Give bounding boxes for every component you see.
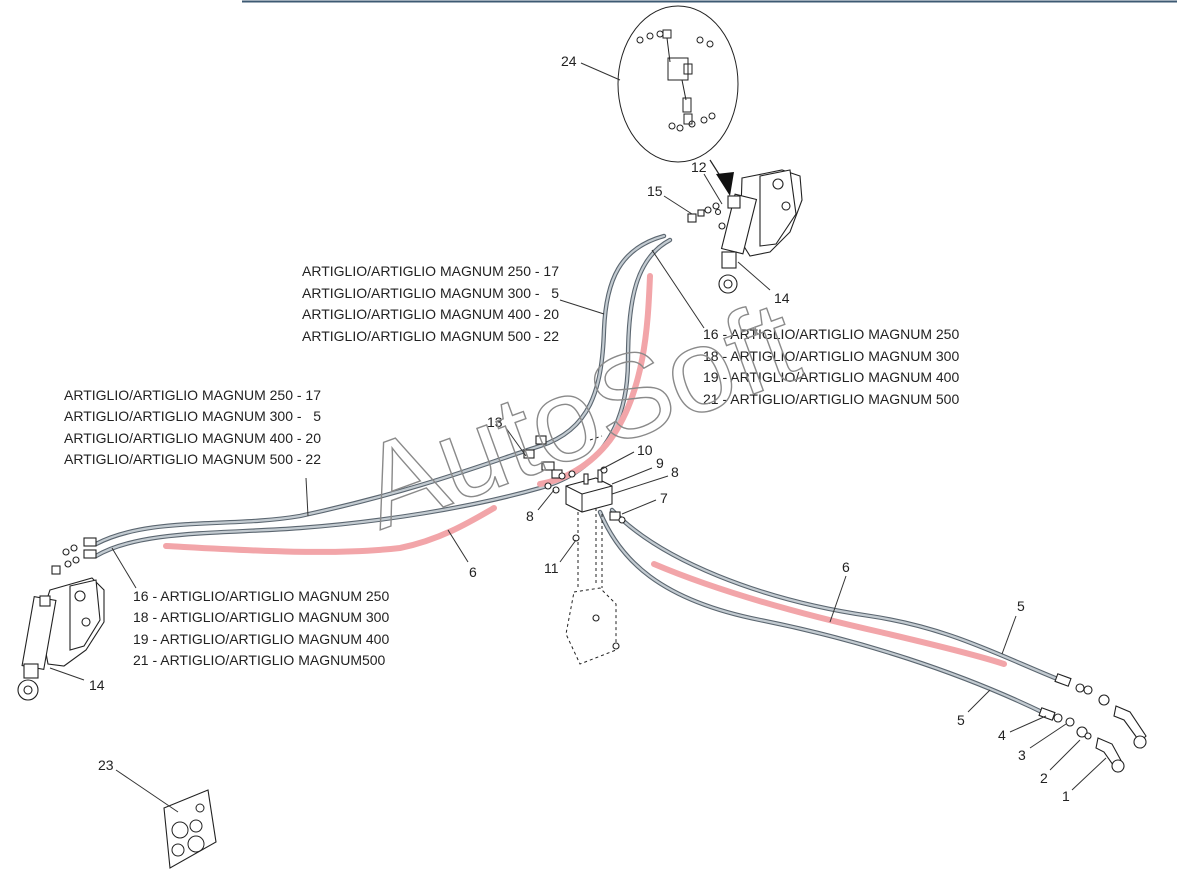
leader-5-lower [967,689,991,713]
leader-15 [663,195,693,215]
leader-2 [1049,739,1081,771]
callout-12: 12 [691,159,707,175]
leader-23 [115,769,179,813]
svg-text:ARTIGLIO/ARTIGLIO MAGNUM 300 -: ARTIGLIO/ARTIGLIO MAGNUM 300 - 5 [64,408,321,424]
leader-9 [611,467,653,485]
leader-6-right [829,575,847,623]
callout-4: 4 [998,727,1006,743]
leader-14-left [49,667,85,681]
callout-8-left: 8 [526,508,534,524]
dotted-link [589,435,603,441]
callout-5-lower: 5 [957,712,965,728]
seal-kit-23 [163,789,217,869]
callout-9: 9 [656,455,664,471]
leader-note-upper-left [559,299,605,315]
hose-upper-b [93,237,673,559]
svg-text:18 - ARTIGLIO/ARTIGLIO MAGNUM: 18 - ARTIGLIO/ARTIGLIO MAGNUM 300 [703,348,959,364]
hose-upper-a [93,233,667,547]
leader-11 [559,539,577,563]
svg-text:19 - ARTIGLIO/ARTIGLIO MAGNUM: 19 - ARTIGLIO/ARTIGLIO MAGNUM 400 [133,631,389,647]
callout-6-left: 6 [469,564,477,580]
svg-text:ARTIGLIO/ARTIGLIO MAGNUM 250 -: ARTIGLIO/ARTIGLIO MAGNUM 250 - 17 [64,387,321,403]
callout-8-right: 8 [671,464,679,480]
svg-text:ARTIGLIO/ARTIGLIO MAGNUM 500 -: ARTIGLIO/ARTIGLIO MAGNUM 500 - 22 [302,328,559,344]
note-far-left: ARTIGLIO/ARTIGLIO MAGNUM 250 - 17 ARTIGL… [64,387,321,467]
note-lower-left: 16 - ARTIGLIO/ARTIGLIO MAGNUM 250 18 - A… [133,588,389,668]
svg-text:ARTIGLIO/ARTIGLIO MAGNUM 400 -: ARTIGLIO/ARTIGLIO MAGNUM 400 - 20 [302,306,559,322]
svg-text:21 - ARTIGLIO/ARTIGLIO MAGNUM5: 21 - ARTIGLIO/ARTIGLIO MAGNUM500 [133,652,386,668]
callout-14-upper: 14 [774,290,790,306]
svg-text:ARTIGLIO/ARTIGLIO MAGNUM 400 -: ARTIGLIO/ARTIGLIO MAGNUM 400 - 20 [64,430,321,446]
leader-5-upper [1001,615,1017,655]
leader-24 [580,62,621,81]
svg-text:ARTIGLIO/ARTIGLIO MAGNUM 300 -: ARTIGLIO/ARTIGLIO MAGNUM 300 - 5 [302,285,559,301]
svg-text:16 - ARTIGLIO/ARTIGLIO MAGNUM: 16 - ARTIGLIO/ARTIGLIO MAGNUM 250 [703,326,959,342]
leader-1 [1071,757,1107,791]
callout-11: 11 [544,560,559,576]
detail-circle-24 [617,5,739,163]
detail-arrow-head [716,172,734,196]
callout-7: 7 [660,490,668,506]
mounting-bracket [565,508,620,665]
leader-8-right [611,475,669,495]
fittings-top [687,195,741,230]
leader-note-far-left [305,477,309,517]
callout-2: 2 [1040,770,1048,786]
note-right: 16 - ARTIGLIO/ARTIGLIO MAGNUM 250 18 - A… [703,326,959,407]
leader-12 [703,173,723,205]
callout-14-left: 14 [89,677,105,693]
callout-6-right: 6 [842,559,850,575]
callout-3: 3 [1018,747,1026,763]
svg-text:21 - ARTIGLIO/ARTIGLIO MAGNUM: 21 - ARTIGLIO/ARTIGLIO MAGNUM 500 [703,391,959,407]
leader-8-left [537,489,555,511]
cylinder-left [17,577,105,701]
note-upper-left: ARTIGLIO/ARTIGLIO MAGNUM 250 - 17 ARTIGL… [302,263,559,344]
svg-text:19 - ARTIGLIO/ARTIGLIO MAGNUM: 19 - ARTIGLIO/ARTIGLIO MAGNUM 400 [703,369,959,385]
leader-14-upper [737,261,771,291]
hose-lower-b [597,509,1049,717]
highlight-left [163,505,497,555]
fittings-lower-right [1038,673,1147,773]
callout-5-upper: 5 [1017,598,1025,614]
highlight-lower [651,561,1007,667]
callout-23: 23 [98,757,114,773]
hose-lower-a [609,507,1063,683]
callout-10: 10 [637,442,653,458]
cylinder-upper-right [718,169,803,294]
svg-text:ARTIGLIO/ARTIGLIO MAGNUM 250 -: ARTIGLIO/ARTIGLIO MAGNUM 250 - 17 [302,263,559,279]
leader-3 [1029,723,1067,749]
callout-24: 24 [561,53,577,69]
svg-text:16 - ARTIGLIO/ARTIGLIO MAGNUM: 16 - ARTIGLIO/ARTIGLIO MAGNUM 250 [133,588,389,604]
callout-15: 15 [647,183,663,199]
leader-note-right [651,249,705,329]
svg-text:18 - ARTIGLIO/ARTIGLIO MAGNUM: 18 - ARTIGLIO/ARTIGLIO MAGNUM 300 [133,609,389,625]
svg-text:ARTIGLIO/ARTIGLIO MAGNUM 500 -: ARTIGLIO/ARTIGLIO MAGNUM 500 - 22 [64,451,321,467]
callout-13: 13 [487,414,503,430]
fittings-left [51,537,97,575]
leader-10 [599,451,635,471]
leader-7 [621,499,657,515]
callout-1: 1 [1062,788,1070,804]
leader-13 [505,427,527,457]
highlight-upper [537,273,653,487]
leader-6-left [447,529,469,563]
leader-note-lower-left [111,547,137,589]
leader-4 [1009,715,1047,733]
